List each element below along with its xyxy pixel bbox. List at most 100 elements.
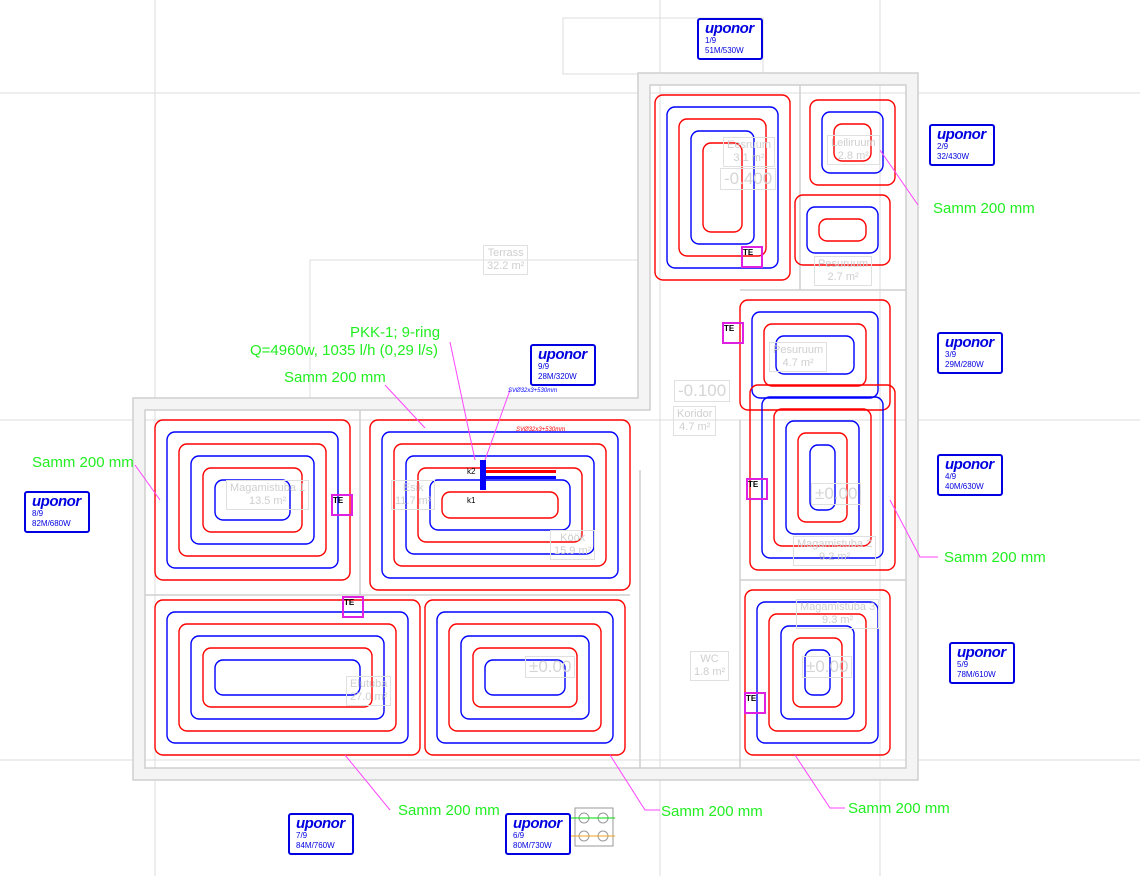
- manifold-k1: k1: [467, 496, 476, 505]
- heating-pipe: [190, 455, 315, 545]
- heating-pipe: [154, 599, 421, 756]
- thermostat: TE: [741, 246, 763, 268]
- pipe-note: SVØ32x3+530mm: [508, 388, 558, 394]
- heating-pipe: [178, 623, 397, 732]
- circuit-id: 2/9: [937, 142, 949, 151]
- heating-pipe: [154, 419, 351, 581]
- circuit-spec: 40M/630W: [945, 482, 984, 491]
- heating-pipe: [821, 111, 884, 174]
- heating-loops: [154, 94, 896, 756]
- heating-pipe: [763, 323, 867, 387]
- heating-pipe: [833, 123, 872, 162]
- uponor-logo: uponor: [538, 346, 587, 363]
- spacing-label: Samm 200 mm: [284, 369, 386, 386]
- uponor-logo: uponor: [945, 334, 994, 351]
- heating-pipe: [393, 443, 607, 567]
- heating-pipe: [460, 635, 590, 720]
- circuit-spec: 78M/610W: [957, 670, 996, 679]
- heating-pipe: [751, 311, 879, 399]
- walls: [132, 72, 919, 781]
- circuit-id: 6/9: [513, 831, 525, 840]
- heating-pipe: [405, 455, 595, 555]
- heating-pipe: [792, 637, 843, 708]
- heating-pipe: [472, 647, 578, 708]
- level-mark: -0.400: [720, 168, 777, 190]
- heating-pipe: [429, 479, 571, 531]
- heating-pipe: [178, 443, 327, 557]
- circuit-id: 7/9: [296, 831, 308, 840]
- heating-pipe: [417, 467, 583, 543]
- uponor-logo: uponor: [957, 644, 1006, 661]
- uponor-logo: uponor: [705, 20, 754, 37]
- circuit-spec: 28M/320W: [538, 372, 577, 381]
- circuit-spec: 32/430W: [937, 152, 970, 161]
- manifold-flow: Q=4960w, 1035 l/h (0,29 l/s): [250, 342, 439, 359]
- legend-symbol: [568, 807, 615, 847]
- heating-pipe: [441, 491, 559, 519]
- heating-pipe: [369, 419, 631, 591]
- circuit-id: 9/9: [538, 362, 550, 371]
- heating-pipe: [424, 599, 626, 756]
- heating-pipe: [436, 611, 614, 744]
- circuit-spec: 51M/530W: [705, 46, 744, 55]
- heating-pipe: [381, 431, 619, 579]
- heating-pipe: [775, 335, 855, 375]
- thermostat: TE: [331, 494, 353, 516]
- uponor-logo: uponor: [296, 815, 345, 832]
- spacing-label: Samm 200 mm: [933, 200, 1035, 217]
- thermostat: TE: [342, 596, 364, 618]
- level-mark: ±0.00: [802, 656, 853, 678]
- heating-pipe: [678, 118, 767, 257]
- heating-pipe: [739, 299, 891, 411]
- heating-pipe: [166, 611, 409, 744]
- heating-pipe: [690, 130, 755, 245]
- heating-pipe: [806, 206, 879, 254]
- spacing-label: Samm 200 mm: [398, 802, 500, 819]
- heating-pipe: [768, 613, 867, 732]
- heating-pipe: [654, 94, 791, 281]
- heating-pipe: [773, 408, 872, 547]
- circuit-id: 3/9: [945, 350, 957, 359]
- circuit-id: 8/9: [32, 509, 44, 518]
- heating-pipe: [785, 420, 860, 535]
- heating-pipe: [756, 601, 879, 744]
- uponor-logo: uponor: [945, 456, 994, 473]
- heating-pipe: [214, 659, 361, 696]
- manifold: [480, 460, 556, 490]
- heating-pipe: [761, 396, 884, 559]
- circuit-id: 4/9: [945, 472, 957, 481]
- manifold-title: PKK-1; 9-ring: [350, 324, 441, 341]
- heating-pipe: [818, 218, 867, 242]
- spacing-label: Samm 200 mm: [848, 800, 950, 817]
- thermostat: TE: [744, 692, 766, 714]
- spacing-label: Samm 200 mm: [944, 549, 1046, 566]
- thermostat: TE: [746, 478, 768, 500]
- level-mark: ±0.00: [525, 656, 576, 678]
- heating-pipe: [780, 625, 855, 720]
- heating-pipe: [749, 384, 896, 571]
- spacing-label: Samm 200 mm: [661, 803, 763, 820]
- circuit-spec: 84M/760W: [296, 841, 335, 850]
- circuit-id: 5/9: [957, 660, 969, 669]
- heating-pipe: [202, 647, 373, 708]
- circuit-spec: 80M/730W: [513, 841, 552, 850]
